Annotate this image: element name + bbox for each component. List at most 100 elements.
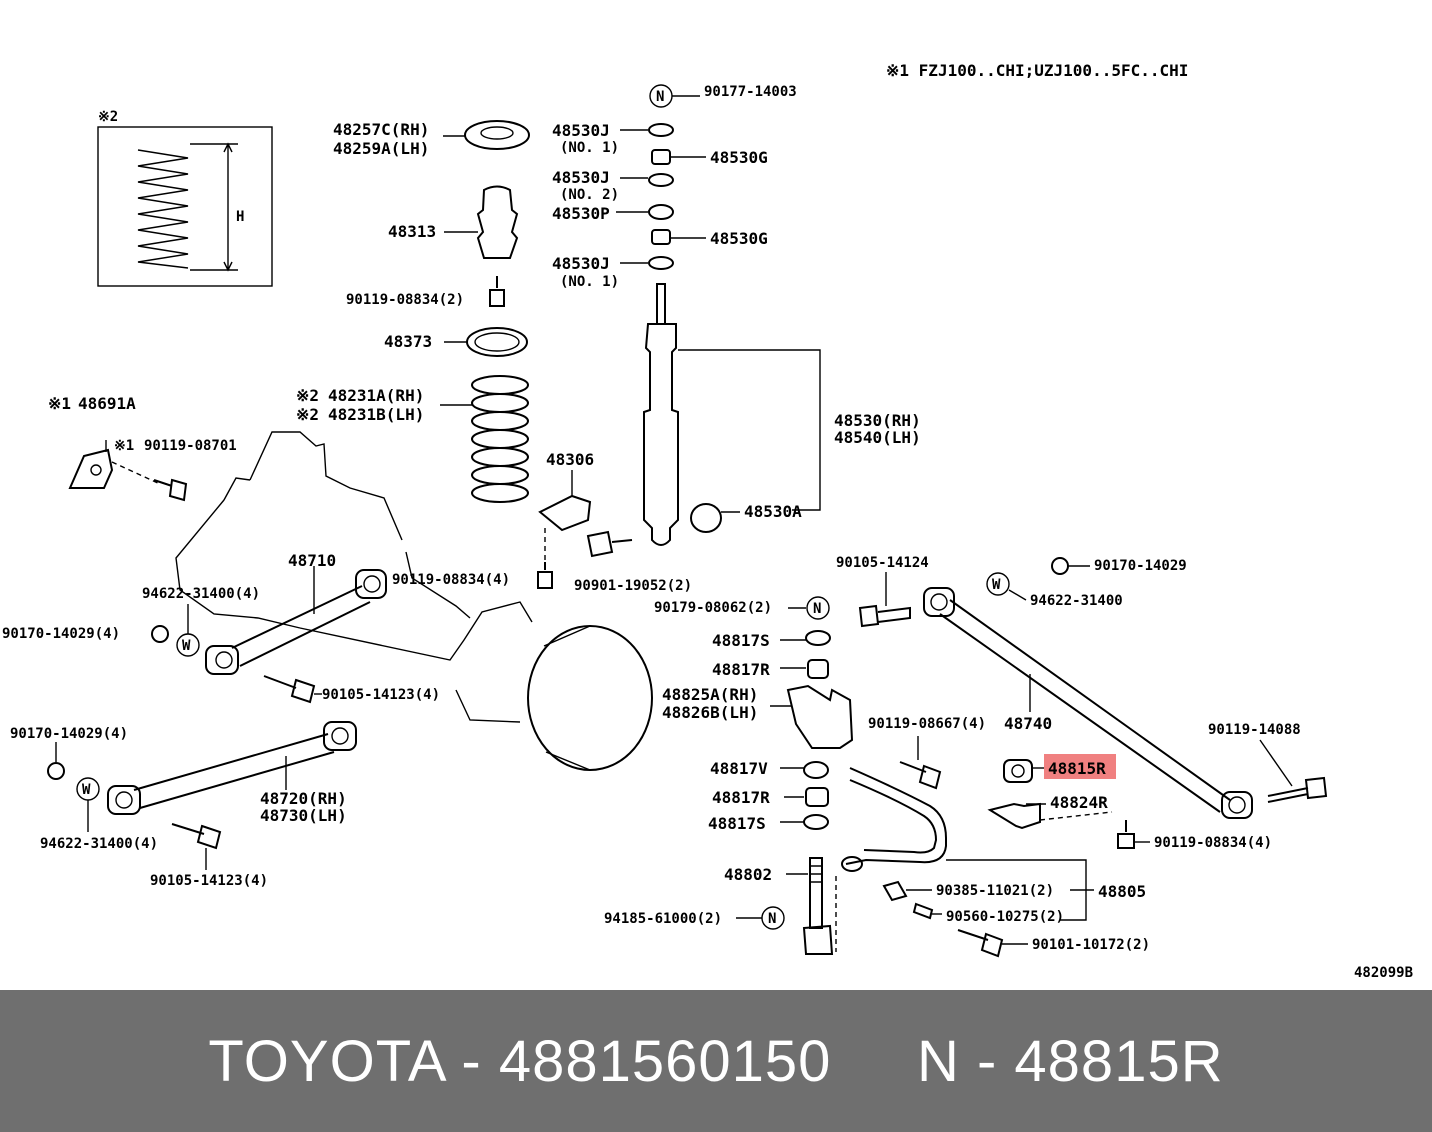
bolt-icon: [957, 929, 1004, 958]
label-90170-c: 90170-14029(4): [10, 726, 128, 742]
label-48530p: 48530P: [552, 204, 610, 223]
label-90901: 90901-19052(2): [574, 578, 692, 594]
inset-spring-icon: [137, 149, 189, 269]
bolt-icon: [153, 478, 188, 502]
stabilizer-bracket-icon: [786, 684, 854, 749]
part-footer-bar: TOYOTA - 4881560150 N - 48815R: [0, 990, 1432, 1132]
cushion-icon: [803, 761, 829, 779]
spring-insulator-icon: [466, 327, 528, 357]
label-48373: 48373: [384, 332, 432, 351]
label-48802: 48802: [724, 865, 772, 884]
spring-upper-seat-icon: [464, 120, 530, 150]
label-90105-14124: 90105-14124: [836, 555, 929, 571]
label-48530j-2: 48530J: [552, 168, 610, 187]
bolt-icon: [1267, 776, 1328, 803]
svg-text:W: W: [992, 577, 1001, 593]
label-90177: 90177-14003: [704, 84, 797, 100]
mark-48231b: ※2: [296, 405, 319, 424]
diagram-reference-code: 482099B: [1354, 965, 1413, 981]
svg-text:N: N: [656, 89, 664, 105]
washer-icon: [648, 204, 674, 220]
mark-48231a: ※2: [296, 386, 319, 405]
label-90105-14123-b: 90105-14123(4): [150, 873, 268, 889]
label-90119-08834b: 90119-08834(4): [392, 572, 510, 588]
n-symbol-icon: [761, 906, 785, 930]
highlight-marker: [1044, 754, 1116, 779]
label-48817s-1: 48817S: [712, 631, 770, 650]
label-94622-a: 94622-31400(4): [142, 586, 260, 602]
bracket-48306-icon: [538, 494, 592, 532]
stabilizer-bar-icon: [841, 767, 947, 872]
svg-text:W: W: [82, 782, 91, 798]
label-48530: 48530(RH): [834, 411, 921, 430]
lower-control-arm-icon: [107, 721, 357, 815]
upper-control-arm-icon: [205, 569, 387, 675]
svg-text:N: N: [768, 911, 776, 927]
cushion-icon: [807, 659, 829, 679]
label-48817r-2: 48817R: [712, 788, 770, 807]
bolt-icon: [263, 675, 316, 704]
label-48540: 48540(LH): [834, 428, 921, 447]
label-48824r: 48824R: [1050, 793, 1108, 812]
label-48720: 48720(RH): [260, 789, 347, 808]
bushing-icon: [882, 880, 908, 902]
bracket-48691-icon: [68, 448, 114, 489]
label-48530a: 48530A: [744, 502, 802, 521]
cushion-icon: [648, 123, 674, 137]
label-48817v: 48817V: [710, 759, 768, 778]
label-48817r-1: 48817R: [712, 660, 770, 679]
collar-icon: [912, 902, 934, 920]
inset-mark: ※2: [98, 109, 118, 125]
label-48805: 48805: [1098, 882, 1146, 901]
label-90170-a: 90170-14029(4): [2, 626, 120, 642]
nut-icon: [47, 762, 65, 780]
bushing-icon: [690, 503, 722, 533]
bolt-icon: [899, 761, 942, 790]
label-90170-b: 90170-14029: [1094, 558, 1187, 574]
stabilizer-link-icon: [802, 857, 834, 955]
nut-icon: [151, 625, 169, 643]
label-90119-08834c: 90119-08834(4): [1154, 835, 1272, 851]
retainer-icon: [651, 149, 671, 165]
label-90179: 90179-08062(2): [654, 600, 772, 616]
n-symbol-icon: [806, 596, 830, 620]
label-90119-08667: 90119-08667(4): [868, 716, 986, 732]
label-48257c: 48257C(RH): [333, 120, 429, 139]
nut-icon: [1051, 557, 1069, 575]
label-90119-08701: 90119-08701: [144, 438, 237, 454]
cushion-icon: [648, 173, 674, 187]
bolt-icon: [858, 604, 911, 628]
label-48730: 48730(LH): [260, 806, 347, 825]
label-48826b: 48826B(LH): [662, 703, 758, 722]
label-no1-b: (NO. 1): [560, 274, 619, 290]
lateral-control-rod-icon: [923, 587, 1253, 819]
label-48530g-2: 48530G: [710, 229, 768, 248]
bump-stopper-icon: [476, 185, 519, 259]
label-48259a: 48259A(LH): [333, 139, 429, 158]
inset-dimension-label: H: [236, 209, 244, 225]
label-94622-c: 94622-31400(4): [40, 836, 158, 852]
model-note: ※1 FZJ100..CHI;UZJ100..5FC..CHI: [886, 61, 1188, 80]
bolt-icon: [489, 276, 505, 307]
bushing-bracket-icon: [987, 802, 1041, 830]
label-48530j-1: 48530J: [552, 121, 610, 140]
label-48825a: 48825A(RH): [662, 685, 758, 704]
label-48691a: 48691A: [78, 394, 136, 413]
label-48306: 48306: [546, 450, 594, 469]
stabilizer-bushing-icon: [1003, 759, 1033, 783]
suspension-exploded-view: ※1 FZJ100..CHI;UZJ100..5FC..CHI ※2 H 482…: [2, 61, 1413, 981]
label-90119-08834a: 90119-08834(2): [346, 292, 464, 308]
label-48817s-2: 48817S: [708, 814, 766, 833]
label-90385: 90385-11021(2): [936, 883, 1054, 899]
label-90119-14088: 90119-14088: [1208, 722, 1301, 738]
label-48530j-3: 48530J: [552, 254, 610, 273]
spring-inset-box: [97, 126, 273, 287]
axle-housing-icon: [175, 431, 653, 771]
cushion-icon: [805, 787, 829, 807]
height-dimension-icon: [190, 142, 238, 272]
part-number-caption: TOYOTA - 4881560150 N - 48815R: [208, 1028, 1224, 1094]
label-48530g-1: 48530G: [710, 148, 768, 167]
cushion-icon: [805, 630, 831, 646]
label-no1-a: (NO. 1): [560, 140, 619, 156]
label-90560: 90560-10275(2): [946, 909, 1064, 925]
